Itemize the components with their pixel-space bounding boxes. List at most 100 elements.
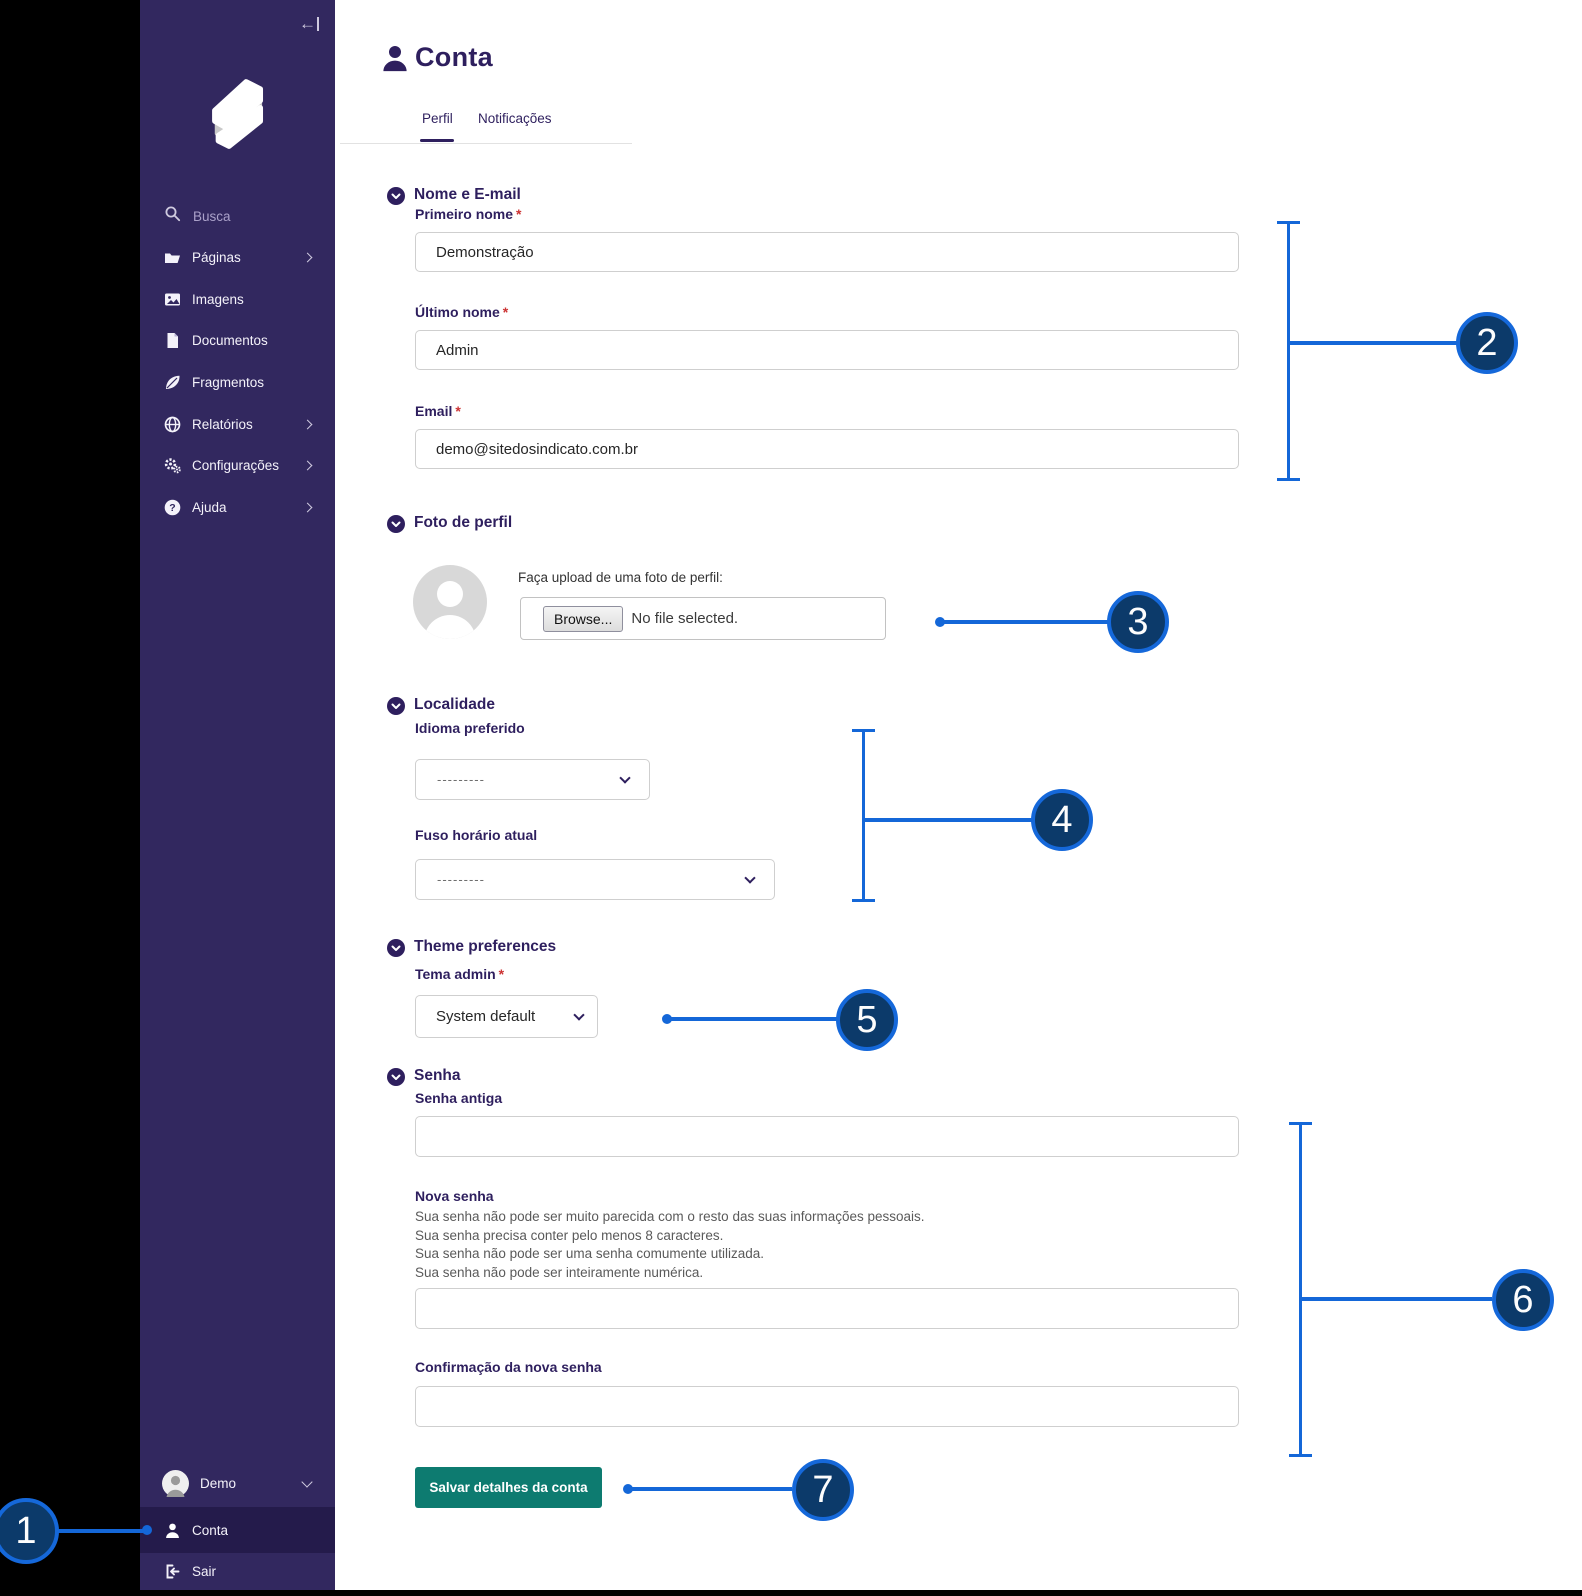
section-title-localidade: Localidade [414, 696, 495, 713]
main-content: Conta Perfil Notificações Nome e E-mail … [335, 0, 1582, 1590]
sidebar-item-documentos[interactable]: Documentos [140, 319, 335, 361]
callout-1-dot [142, 1525, 152, 1535]
sidebar-item-configuracoes[interactable]: Configurações [140, 444, 335, 486]
chevron-right-icon [302, 419, 313, 429]
browse-button[interactable]: Browse... [543, 605, 624, 632]
file-upload-input[interactable]: Browse... No file selected. [520, 597, 886, 640]
sidebar: ← Busca Páginas [140, 0, 335, 1590]
old-password-input[interactable] [415, 1116, 1239, 1157]
callout-6-badge: 6 [1492, 1269, 1554, 1331]
save-account-button[interactable]: Salvar detalhes da conta [415, 1467, 602, 1508]
collapse-section-icon[interactable] [387, 515, 405, 533]
user-icon [164, 1522, 181, 1539]
chevron-down-icon [301, 1475, 313, 1488]
file-status-text: No file selected. [631, 610, 739, 627]
sidebar-item-fragmentos[interactable]: Fragmentos [140, 361, 335, 403]
chevron-right-icon [302, 252, 313, 262]
admin-theme-select[interactable]: System default [415, 995, 598, 1038]
active-tab-underline [420, 139, 454, 142]
globe-icon [164, 416, 181, 433]
collapse-section-icon[interactable] [387, 939, 405, 957]
password-rule: Sua senha precisa conter pelo menos 8 ca… [415, 1227, 724, 1243]
tab-divider [340, 143, 632, 144]
first-name-label: Primeiro nome* [415, 206, 522, 222]
upload-caption: Faça upload de uma foto de perfil: [518, 570, 723, 585]
sidebar-item-paginas[interactable]: Páginas [140, 236, 335, 278]
last-name-input[interactable] [415, 330, 1239, 370]
callout-2-bracket [1287, 222, 1290, 481]
callout-1-line [57, 1529, 143, 1533]
snippet-leaf-icon [164, 374, 181, 391]
callout-4-line [864, 818, 1032, 822]
callout-7-badge: 7 [792, 1459, 854, 1521]
new-password-label: Nova senha [415, 1188, 494, 1204]
chevron-down-icon [573, 1008, 585, 1021]
tab-notificacoes[interactable]: Notificações [478, 111, 552, 126]
section-title-foto: Foto de perfil [414, 514, 513, 531]
app-window: ← Busca Páginas [140, 0, 1582, 1590]
callout-4-cap-top [852, 729, 875, 732]
sidebar-item-ajuda[interactable]: ? Ajuda [140, 486, 335, 528]
folder-icon [164, 249, 181, 266]
callout-6-bracket [1299, 1123, 1302, 1456]
sidebar-item-relatorios[interactable]: Relatórios [140, 403, 335, 445]
callout-3-badge: 3 [1107, 591, 1169, 653]
password-rules: Sua senha não pode ser muito parecida co… [415, 1208, 925, 1282]
callout-3-line [943, 620, 1108, 624]
section-title-theme: Theme preferences [414, 938, 557, 955]
callout-2-badge: 2 [1456, 312, 1518, 374]
language-select[interactable]: --------- [415, 759, 650, 800]
logout-icon [164, 1563, 181, 1580]
section-title-nome-email: Nome e E-mail [414, 186, 521, 203]
profile-photo-placeholder [413, 565, 487, 644]
chevron-right-icon [302, 460, 313, 470]
collapse-sidebar-button[interactable]: ← [297, 12, 321, 36]
required-asterisk: * [502, 304, 509, 320]
sidebar-item-sair[interactable]: Sair [140, 1553, 335, 1590]
callout-1-badge: 1 [0, 1498, 59, 1564]
callout-7-line [631, 1487, 792, 1491]
email-input[interactable] [415, 429, 1239, 469]
collapse-bar-icon [317, 17, 319, 31]
page-title: Conta [415, 42, 493, 72]
tab-perfil[interactable]: Perfil [422, 111, 453, 126]
required-asterisk: * [516, 206, 522, 222]
email-label: Email* [415, 403, 461, 419]
app-logo [196, 62, 280, 166]
sidebar-user-menu[interactable]: Demo [140, 1460, 335, 1507]
sidebar-item-conta[interactable]: Conta [140, 1507, 335, 1553]
cogs-icon [164, 457, 181, 474]
last-name-label: Último nome* [415, 304, 509, 320]
callout-7-dot [623, 1484, 633, 1494]
logo-bottom-band [215, 105, 264, 149]
chevron-down-icon [619, 771, 631, 784]
sidebar-item-imagens[interactable]: Imagens [140, 278, 335, 320]
new-password-input[interactable] [415, 1288, 1239, 1329]
collapse-arrow-icon: ← [299, 14, 316, 33]
callout-6-cap-top [1289, 1122, 1312, 1125]
sidebar-search[interactable]: Busca [140, 200, 335, 232]
password-rule: Sua senha não pode ser muito parecida co… [415, 1209, 925, 1224]
collapse-section-icon[interactable] [387, 187, 405, 205]
callout-5-badge: 5 [836, 989, 898, 1051]
old-password-label: Senha antiga [415, 1090, 503, 1106]
image-icon [164, 291, 181, 308]
collapse-section-icon[interactable] [387, 697, 405, 715]
confirm-password-label: Confirmação da nova senha [415, 1359, 602, 1375]
collapse-section-icon[interactable] [387, 1068, 405, 1086]
required-asterisk: * [498, 966, 505, 982]
search-placeholder: Busca [193, 208, 231, 224]
first-name-input[interactable] [415, 232, 1239, 272]
logo-top-band [212, 79, 264, 131]
search-icon [164, 205, 181, 227]
timezone-select[interactable]: --------- [415, 859, 775, 900]
callout-6-cap-bottom [1289, 1454, 1312, 1457]
callout-6-line [1301, 1297, 1492, 1301]
confirm-password-input[interactable] [415, 1386, 1239, 1427]
user-avatar [162, 1470, 189, 1497]
chevron-down-icon [744, 871, 756, 884]
chevron-right-icon [302, 502, 313, 512]
required-asterisk: * [455, 403, 461, 419]
password-rule: Sua senha não pode ser inteiramente numé… [415, 1264, 704, 1280]
